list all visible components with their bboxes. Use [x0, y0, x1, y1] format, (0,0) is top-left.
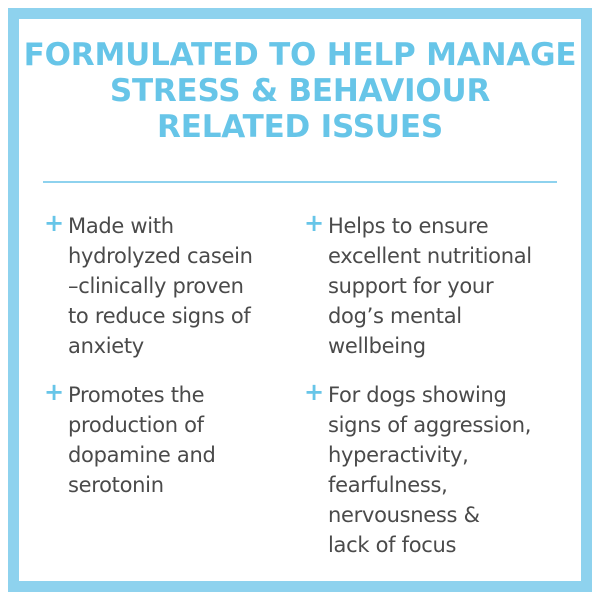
content-frame: [8, 8, 592, 592]
feature-text-line: anxiety: [68, 334, 144, 358]
feature-text-line: For dogs showing: [328, 383, 507, 407]
plus-icon: +: [44, 378, 65, 406]
feature-text: Made with hydrolyzed casein –clinically …: [68, 211, 253, 361]
feature-text-line: hyperactivity,: [328, 443, 469, 467]
headline-line-1: FORMULATED TO HELP MANAGE: [23, 37, 577, 73]
feature-text-line: Helps to ensure: [328, 214, 489, 238]
headline-line-2: STRESS & BEHAVIOUR: [109, 73, 491, 109]
plus-icon: +: [304, 209, 325, 237]
feature-text-line: serotonin: [68, 473, 164, 497]
feature-text-line: lack of focus: [328, 533, 457, 557]
feature-text-line: hydrolyzed casein: [68, 244, 253, 268]
plus-icon: +: [304, 378, 325, 406]
feature-behaviour-signs: + For dogs showing signs of aggression, …: [304, 378, 531, 560]
feature-text: Promotes the production of dopamine and …: [68, 380, 216, 500]
feature-text-line: signs of aggression,: [328, 413, 532, 437]
feature-text: For dogs showing signs of aggression, hy…: [328, 380, 531, 560]
headline-line-3: RELATED ISSUES: [157, 109, 443, 145]
feature-text-line: support for your: [328, 274, 494, 298]
feature-text-line: Promotes the: [68, 383, 205, 407]
feature-text-line: nervousness &: [328, 503, 480, 527]
feature-text-line: production of: [68, 413, 204, 437]
feature-text: Helps to ensure excellent nutritional su…: [328, 211, 532, 361]
feature-text-line: Made with: [68, 214, 174, 238]
feature-text-line: dopamine and: [68, 443, 216, 467]
headline-divider: [43, 181, 557, 183]
feature-text-line: to reduce signs of: [68, 304, 251, 328]
feature-text-line: –clinically proven: [68, 274, 244, 298]
feature-text-line: fearfulness,: [328, 473, 448, 497]
feature-hydrolyzed-casein: + Made with hydrolyzed casein –clinicall…: [44, 209, 253, 361]
feature-text-line: dog’s mental: [328, 304, 462, 328]
feature-nutritional-support: + Helps to ensure excellent nutritional …: [304, 209, 532, 361]
headline: FORMULATED TO HELP MANAGE STRESS & BEHAV…: [0, 37, 600, 145]
plus-icon: +: [44, 209, 65, 237]
feature-text-line: excellent nutritional: [328, 244, 532, 268]
feature-text-line: wellbeing: [328, 334, 426, 358]
feature-dopamine-serotonin: + Promotes the production of dopamine an…: [44, 378, 216, 500]
